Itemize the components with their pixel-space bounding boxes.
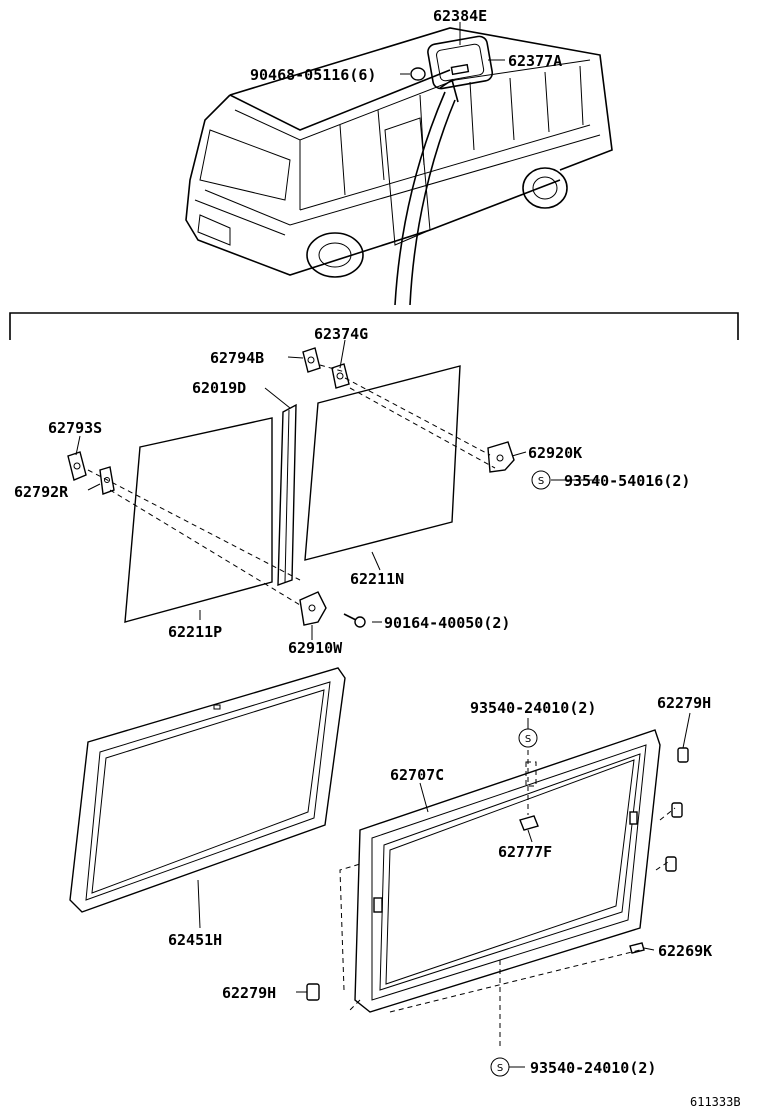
stopper-62279H-bottom — [306, 983, 320, 1001]
svg-text:S: S — [525, 734, 531, 745]
label-62792R: 62792R — [14, 483, 69, 501]
clip-62792R — [99, 466, 115, 495]
channel-62019D — [277, 403, 297, 587]
latch-62910W — [299, 591, 327, 626]
label-90164-40050: 90164-40050(2) — [384, 614, 510, 632]
svg-text:S: S — [538, 476, 544, 487]
label-62279H-top: 62279H — [657, 694, 711, 712]
label-62211N: 62211N — [350, 570, 404, 588]
van-illustration — [185, 27, 613, 306]
label-62269K: 62269K — [658, 942, 712, 960]
label-62279H-bottom: 62279H — [222, 984, 276, 1002]
stopper-62279H-top — [665, 747, 689, 872]
label-62794B: 62794B — [210, 349, 264, 367]
glass-62211P — [124, 417, 273, 623]
svg-text:S: S — [497, 1063, 503, 1074]
glass-62211N — [304, 365, 461, 561]
label-93540-24010-top: 93540-24010(2) — [470, 699, 596, 717]
s-marker-93540-24010-top: S — [518, 728, 538, 748]
label-62374G: 62374G — [314, 325, 368, 343]
label-62910W: 62910W — [288, 639, 343, 657]
group-bracket — [9, 312, 739, 340]
label-93540-54016: 93540-54016(2) — [564, 472, 690, 490]
weatherstrip-62451H — [69, 667, 346, 913]
label-62777F: 62777F — [498, 843, 552, 861]
s-marker-93540-54016: S — [531, 470, 551, 490]
screw-90164 — [343, 613, 366, 628]
label-62384E: 62384E — [433, 7, 487, 25]
clip-62794B — [302, 347, 321, 373]
label-90468-05116: 90468-05116(6) — [250, 66, 376, 84]
label-62920K: 62920K — [528, 444, 582, 462]
label-62377A: 62377A — [508, 52, 562, 70]
label-93540-24010-bottom: 93540-24010(2) — [530, 1059, 656, 1077]
label-62451H: 62451H — [168, 931, 222, 949]
clip-62793S — [67, 451, 87, 481]
label-62707C: 62707C — [390, 766, 444, 784]
label-62793S: 62793S — [48, 419, 102, 437]
clip-62777F — [519, 815, 539, 831]
label-62211P: 62211P — [168, 623, 222, 641]
label-62019D: 62019D — [192, 379, 246, 397]
frame-62707C — [354, 729, 661, 1013]
pad-62269K — [629, 942, 645, 954]
s-marker-93540-24010-bottom: S — [490, 1057, 510, 1077]
latch-62920K — [487, 441, 515, 473]
figure-id: 611333B — [690, 1095, 741, 1109]
